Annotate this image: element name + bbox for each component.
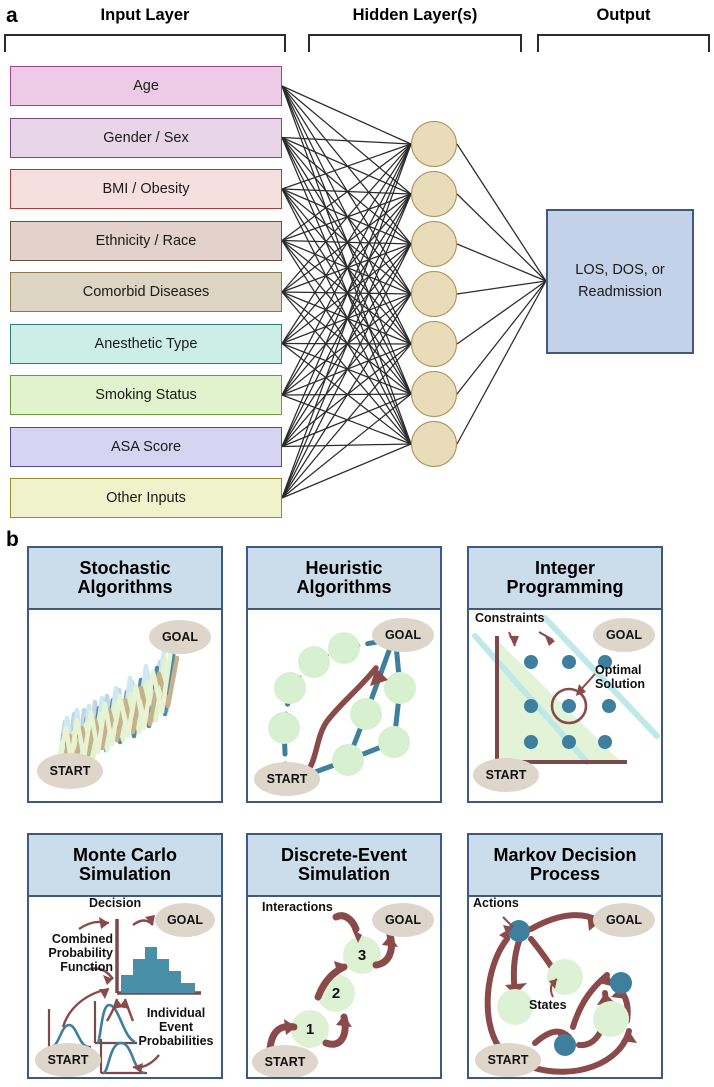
panel-monte-carlo-simulation-header: Monte Carlo Simulation	[29, 835, 221, 897]
goal-chip: GOAL	[155, 903, 215, 937]
output-node: LOS, DOS, or Readmission	[546, 209, 694, 354]
panel-heuristic-algorithms-header: Heuristic Algorithms	[248, 548, 440, 610]
goal-chip: GOAL	[372, 903, 434, 937]
input-node: Comorbid Diseases	[10, 272, 282, 312]
start-chip: START	[252, 1045, 318, 1077]
panel-heuristic-algorithms: Heuristic Algorithms	[246, 546, 442, 803]
event-node-label-2: 2	[332, 985, 340, 1002]
stochastic-traces	[54, 647, 180, 775]
panel-title-line1: Stochastic	[79, 557, 171, 578]
panel-monte-carlo-simulation-body: Decision Combined Probability Function I…	[29, 897, 221, 1077]
input-node-label: Gender / Sex	[103, 129, 189, 146]
output-node-line1: LOS, DOS, or	[575, 262, 665, 279]
panel-title-line1: Integer	[534, 557, 595, 578]
input-node-label: Ethnicity / Race	[95, 232, 197, 249]
input-node-label: Comorbid Diseases	[82, 284, 210, 300]
panel-title-line2: Algorithms	[296, 577, 392, 597]
goal-chip: GOAL	[149, 620, 211, 654]
panel-markov-decision-process: Markov Decision Process	[467, 833, 663, 1079]
goal-chip: GOAL	[593, 618, 655, 652]
input-node-label: Age	[133, 78, 159, 94]
panel-discrete-event-simulation: Discrete-Event Simulation	[246, 833, 442, 1079]
input-node: Smoking Status	[10, 375, 282, 415]
actions-label: Actions	[473, 897, 519, 910]
panel-a-letter: a	[6, 4, 18, 27]
input-layer-bracket	[4, 34, 286, 52]
goal-chip: GOAL	[593, 903, 655, 937]
panel-title-line2: Simulation	[297, 864, 390, 884]
panel-integer-programming-body: Constraints Optimal Solution START GOAL	[469, 610, 661, 801]
panel-stochastic-algorithms: Stochastic Algorithms START GOAL	[27, 546, 223, 803]
input-node: Gender / Sex	[10, 117, 282, 158]
decision-label: Decision	[89, 897, 142, 910]
hidden-layer-bracket	[308, 34, 522, 52]
hidden-node	[411, 271, 457, 317]
heuristic-graph	[268, 632, 416, 785]
discrete-event-diagram: 1 2 3	[266, 912, 398, 1053]
panel-markov-decision-process-body: Actions States START GOAL	[469, 897, 661, 1077]
input-node-label: Anesthetic Type	[94, 335, 198, 352]
hidden-node	[411, 221, 457, 267]
output-node-line2: Readmission	[578, 283, 662, 300]
monte-carlo-diagram	[47, 915, 201, 1075]
input-layer-title: Input Layer	[100, 6, 190, 24]
start-chip: START	[473, 758, 539, 792]
optimal-solution-label: Optimal Solution	[595, 663, 645, 691]
input-node: Age	[10, 66, 282, 106]
panel-heuristic-algorithms-body: START GOAL	[248, 610, 440, 801]
individual-event-probabilities-label: Individual Event Probabilities	[138, 1006, 214, 1048]
panel-stochastic-algorithms-header: Stochastic Algorithms	[29, 548, 221, 610]
output-layer-title: Output	[596, 6, 651, 24]
panel-title-line2: Programming	[506, 577, 624, 597]
panel-title-line1: Discrete-Event	[280, 844, 408, 865]
combined-probability-function-label: Combined Probability Function	[48, 932, 113, 974]
panel-discrete-event-simulation-header: Discrete-Event Simulation	[248, 835, 440, 897]
panel-title-line2: Simulation	[78, 864, 171, 884]
event-node-label-3: 3	[358, 947, 366, 964]
event-node-label-1: 1	[306, 1021, 314, 1038]
panel-monte-carlo-simulation: Monte Carlo Simulation	[27, 833, 223, 1079]
panel-title-line2: Process	[529, 864, 601, 884]
panel-b-letter: b	[6, 528, 19, 551]
constraints-label: Constraints	[475, 611, 545, 625]
panel-title-line1: Monte Carlo	[72, 844, 177, 865]
hidden-node	[411, 321, 457, 367]
panel-discrete-event-simulation-body: 1 2 3 Interactions START GOAL	[248, 897, 440, 1077]
goal-chip: GOAL	[372, 618, 434, 652]
output-layer-bracket	[537, 34, 710, 52]
input-node-label: ASA Score	[110, 438, 182, 455]
input-node: Other Inputs	[10, 478, 282, 518]
panel-integer-programming: Integer Programming	[467, 546, 663, 803]
panel-title-line1: Heuristic	[305, 557, 383, 578]
hidden-node	[411, 121, 457, 167]
start-chip: START	[475, 1043, 541, 1077]
input-node: Ethnicity / Race	[10, 220, 282, 261]
markov-decision-diagram	[484, 912, 637, 1075]
input-node: BMI / Obesity	[10, 169, 282, 209]
input-node: ASA Score	[10, 426, 282, 467]
input-node-label: Smoking Status	[95, 387, 197, 403]
panel-title-line1: Markov Decision	[493, 844, 637, 865]
panel-stochastic-algorithms-body: START GOAL	[29, 610, 221, 801]
panel-integer-programming-header: Integer Programming	[469, 548, 661, 610]
panel-markov-decision-process-header: Markov Decision Process	[469, 835, 661, 897]
hidden-node	[411, 421, 457, 467]
start-chip: START	[35, 1043, 101, 1077]
input-node-label: Other Inputs	[106, 490, 186, 506]
panel-title-line2: Algorithms	[77, 577, 173, 597]
hidden-layer-title: Hidden Layer(s)	[352, 6, 478, 24]
hidden-node	[411, 371, 457, 417]
input-node-label: BMI / Obesity	[102, 181, 190, 197]
hidden-node	[411, 171, 457, 217]
input-node: Anesthetic Type	[10, 323, 282, 364]
interactions-label: Interactions	[262, 900, 333, 914]
start-chip: START	[37, 753, 103, 789]
start-chip: START	[254, 762, 320, 796]
states-label: States	[529, 998, 567, 1012]
